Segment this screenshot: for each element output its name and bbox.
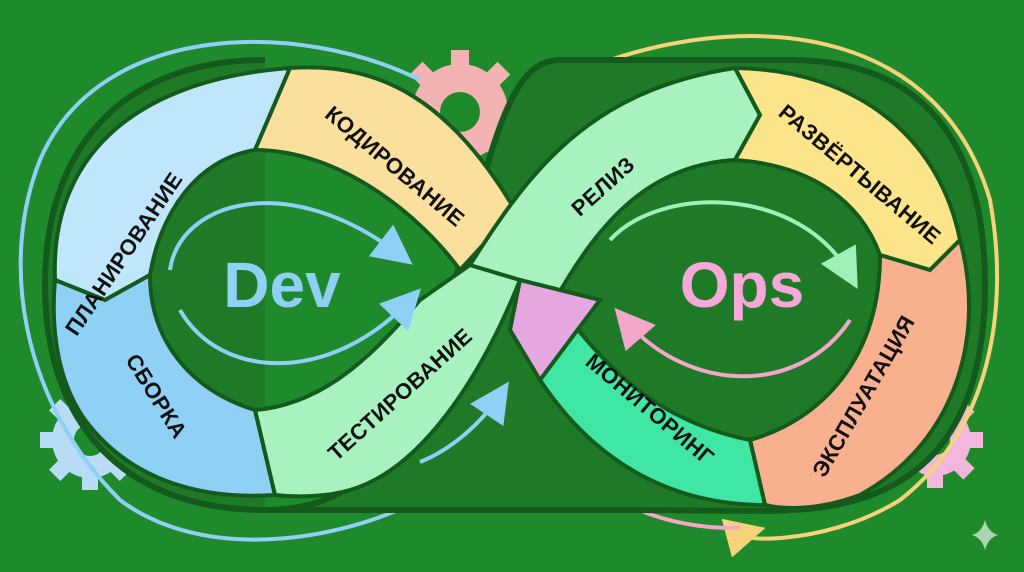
dev-cycle-arrow-top <box>168 201 413 271</box>
segment-crossover-pink <box>507 277 604 384</box>
sparkle-icon <box>972 520 998 550</box>
segment-monitor[interactable] <box>537 295 768 508</box>
ops-title: Ops <box>680 249 804 321</box>
ops-cycle-arrow-top <box>608 200 858 289</box>
ops-cycle-arrow-bottom <box>614 307 852 379</box>
segment-testing[interactable] <box>252 262 523 499</box>
segment-operate[interactable] <box>747 236 971 510</box>
segment-build[interactable] <box>51 271 278 498</box>
outer-arc-left <box>18 39 421 542</box>
segment-planning[interactable] <box>52 65 294 303</box>
left-outer-arrow <box>419 381 509 464</box>
dev-cycle-arrow-bottom <box>178 288 421 366</box>
dev-title: Dev <box>223 249 341 321</box>
outer-arc-right <box>609 34 1000 558</box>
